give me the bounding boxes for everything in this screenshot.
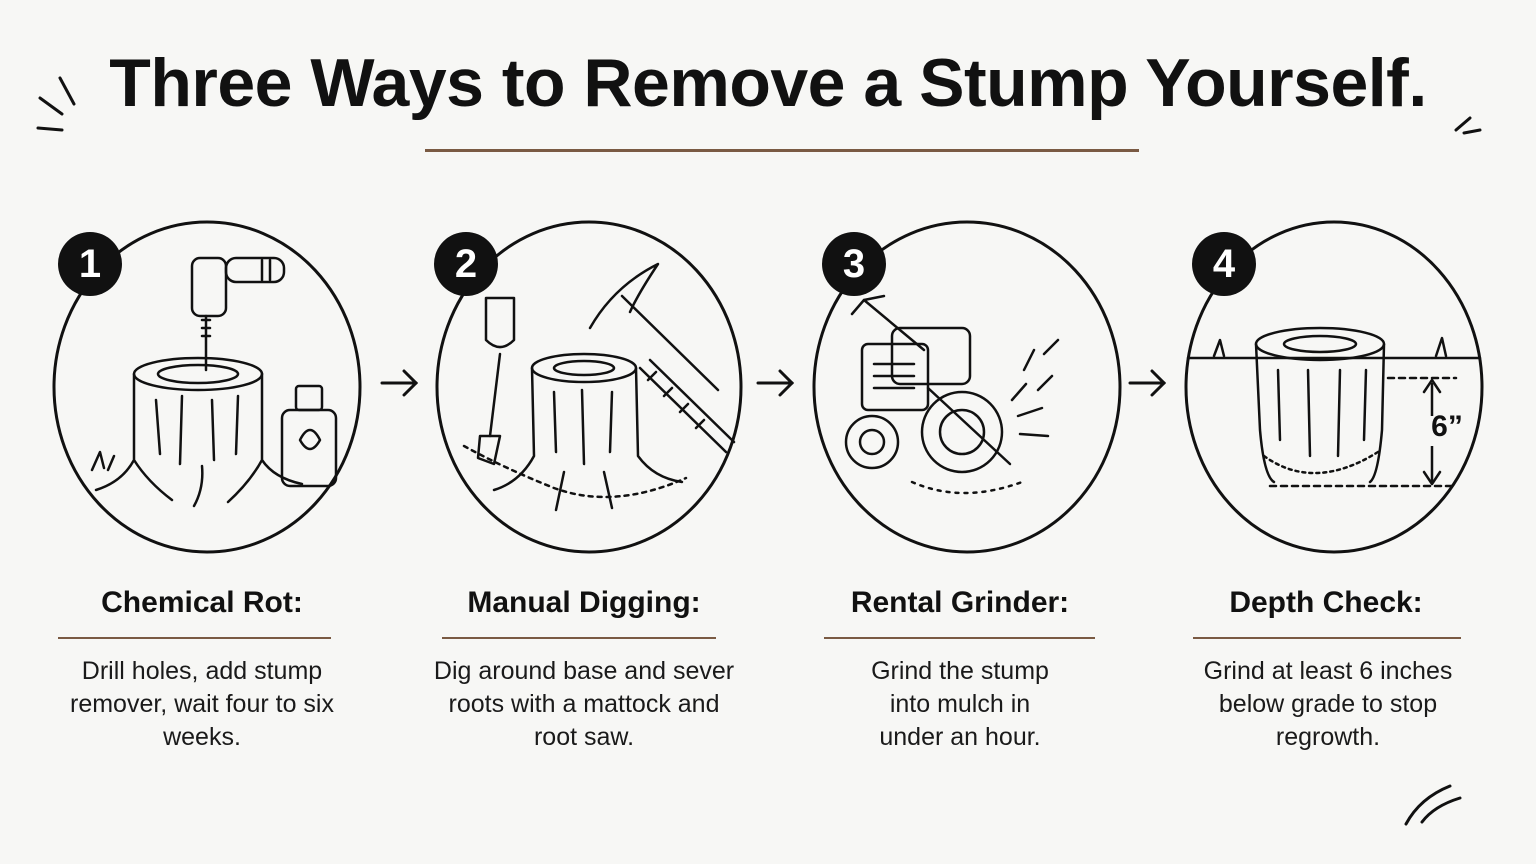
sparkle-lines-right	[1454, 116, 1482, 135]
step-heading: Depth Check:	[1229, 586, 1423, 619]
step-rental-grinder: 3 Rental Grinder: Grind the stump into m…	[800, 0, 1122, 864]
step-number-badge: 2	[434, 232, 498, 296]
rental-grinder-illustration	[812, 220, 1122, 554]
page-title: Three Ways to Remove a Stump Yourself.	[109, 45, 1427, 121]
step-depth-check: 6” 4 Depth Check: Grind at least 6 inche…	[1168, 0, 1488, 864]
arrow-right-icon	[756, 369, 795, 397]
step-description: Grind at least 6 inches below grade to s…	[1203, 657, 1453, 751]
heading-underline	[1193, 637, 1461, 639]
manual-digging-illustration	[435, 220, 743, 554]
depth-measurement-label: 6”	[1431, 410, 1463, 443]
step-description: Dig around base and sever roots with a m…	[433, 657, 735, 751]
step-heading: Rental Grinder:	[850, 586, 1070, 619]
step-manual-digging: 2 Manual Digging: Dig around base and se…	[424, 0, 744, 864]
depth-check-illustration	[1184, 220, 1484, 554]
heading-underline	[824, 637, 1095, 639]
step-number-badge: 4	[1192, 232, 1256, 296]
step-number-badge: 1	[58, 232, 122, 296]
step-heading: Chemical Rot:	[101, 586, 303, 619]
step-description: Drill holes, add stump remover, wait fou…	[70, 657, 334, 751]
arrow-right-icon	[1128, 369, 1167, 397]
chemical-rot-illustration	[52, 220, 362, 554]
sparkle-lines-left	[36, 76, 76, 132]
step-description: Grind the stump into mulch in under an h…	[871, 657, 1049, 751]
arrow-right-icon	[380, 369, 419, 397]
step-chemical-rot: 1 Chemical Rot: Drill holes, add stump r…	[40, 0, 362, 864]
step-number-badge: 3	[822, 232, 886, 296]
heading-underline	[58, 637, 331, 639]
step-heading: Manual Digging:	[467, 586, 701, 619]
heading-underline	[442, 637, 716, 639]
swoosh-lines	[1404, 784, 1462, 826]
title-divider	[425, 149, 1139, 152]
